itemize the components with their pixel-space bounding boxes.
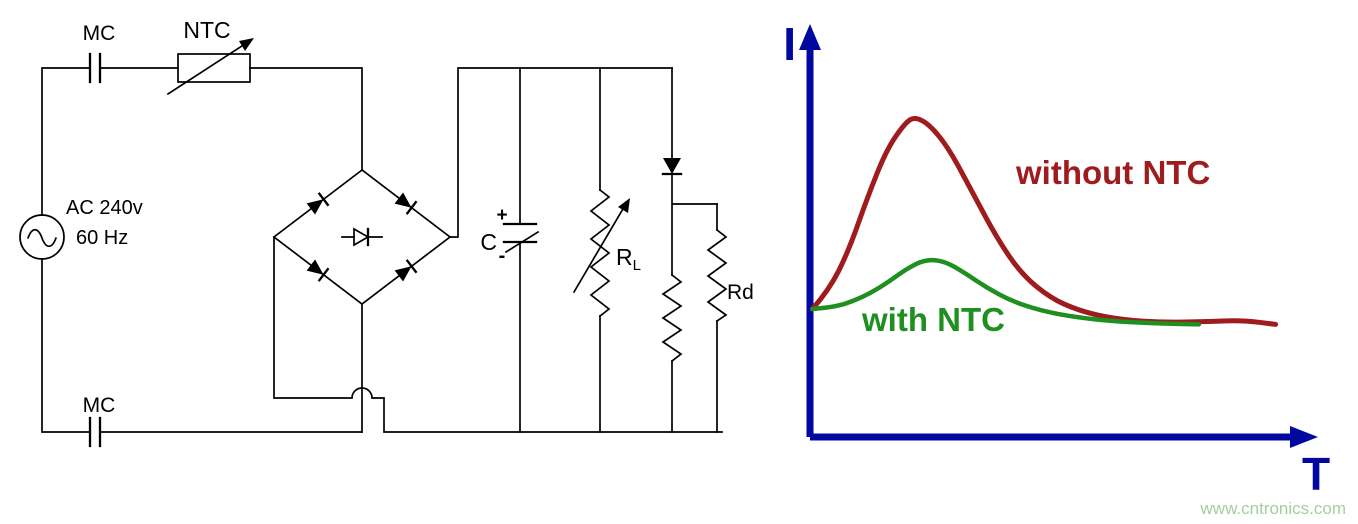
label-rl: RL bbox=[616, 244, 641, 274]
smoothing-capacitor-slash bbox=[504, 230, 540, 254]
rd-resistor-icon bbox=[706, 228, 728, 323]
wire-source-to-mc-bottom bbox=[41, 258, 91, 433]
bridge-diode-lower-right-icon bbox=[394, 259, 418, 282]
bridge-diode-upper-right-icon bbox=[394, 192, 418, 215]
x-axis-label: T bbox=[1302, 448, 1330, 500]
ac-sine-icon bbox=[27, 228, 57, 248]
curve-series-1 bbox=[810, 257, 1202, 327]
ntc-thermistor-icon bbox=[177, 53, 251, 83]
circuit-labels: MC NTC AC 240v 60 Hz + C - RL Rd MC bbox=[66, 17, 754, 417]
inrush-current-graph: I T without NTC with NTC bbox=[783, 18, 1330, 500]
bridge-rectifier-icon bbox=[272, 168, 452, 306]
wire-diode-branch bbox=[671, 67, 718, 433]
ntc-arrow bbox=[166, 40, 250, 96]
annotation-without-ntc: without NTC bbox=[1015, 154, 1210, 191]
label-cap-minus: - bbox=[499, 245, 506, 267]
annotation-with-ntc: with NTC bbox=[861, 301, 1005, 338]
curve-series-0 bbox=[809, 116, 1279, 327]
label-mc-bottom: MC bbox=[83, 394, 116, 417]
label-cap-plus: + bbox=[496, 205, 507, 226]
mc-capacitor-top-icon bbox=[88, 52, 102, 84]
wire-ntc-to-bridge-top bbox=[249, 67, 363, 171]
rl-arrow bbox=[572, 200, 629, 294]
ntc-arrowhead-icon bbox=[239, 38, 254, 51]
bridge-diode-lower-left-icon bbox=[306, 259, 330, 282]
label-cap-c: C bbox=[480, 229, 497, 255]
series-diode-icon bbox=[663, 158, 681, 174]
rl-arrowhead-icon bbox=[618, 198, 630, 213]
bridge-center-diode-icon bbox=[341, 227, 383, 247]
label-ntc: NTC bbox=[183, 17, 230, 43]
label-ac-voltage: AC 240v bbox=[66, 197, 143, 219]
discharge-resistor-left-icon bbox=[661, 273, 683, 363]
y-axis-label: I bbox=[783, 18, 796, 70]
load-resistor-icon bbox=[589, 188, 611, 318]
bridge-diode-upper-left-icon bbox=[306, 192, 330, 215]
y-axis-arrowhead-icon bbox=[799, 24, 821, 50]
wire-bridge-minus-loop bbox=[273, 236, 723, 433]
wire-source-to-mc-top bbox=[41, 67, 91, 216]
label-rd: Rd bbox=[727, 281, 754, 304]
x-axis-arrowhead-icon bbox=[1290, 426, 1318, 448]
circuit-schematic bbox=[19, 38, 728, 448]
label-mc-top: MC bbox=[83, 22, 116, 45]
label-ac-frequency: 60 Hz bbox=[76, 227, 128, 249]
mc-capacitor-bottom-icon bbox=[88, 416, 102, 448]
smoothing-capacitor-icon bbox=[502, 222, 538, 244]
watermark: www.cntronics.com bbox=[1200, 499, 1346, 518]
wire-bridge-plus-to-top-rail bbox=[449, 67, 673, 238]
